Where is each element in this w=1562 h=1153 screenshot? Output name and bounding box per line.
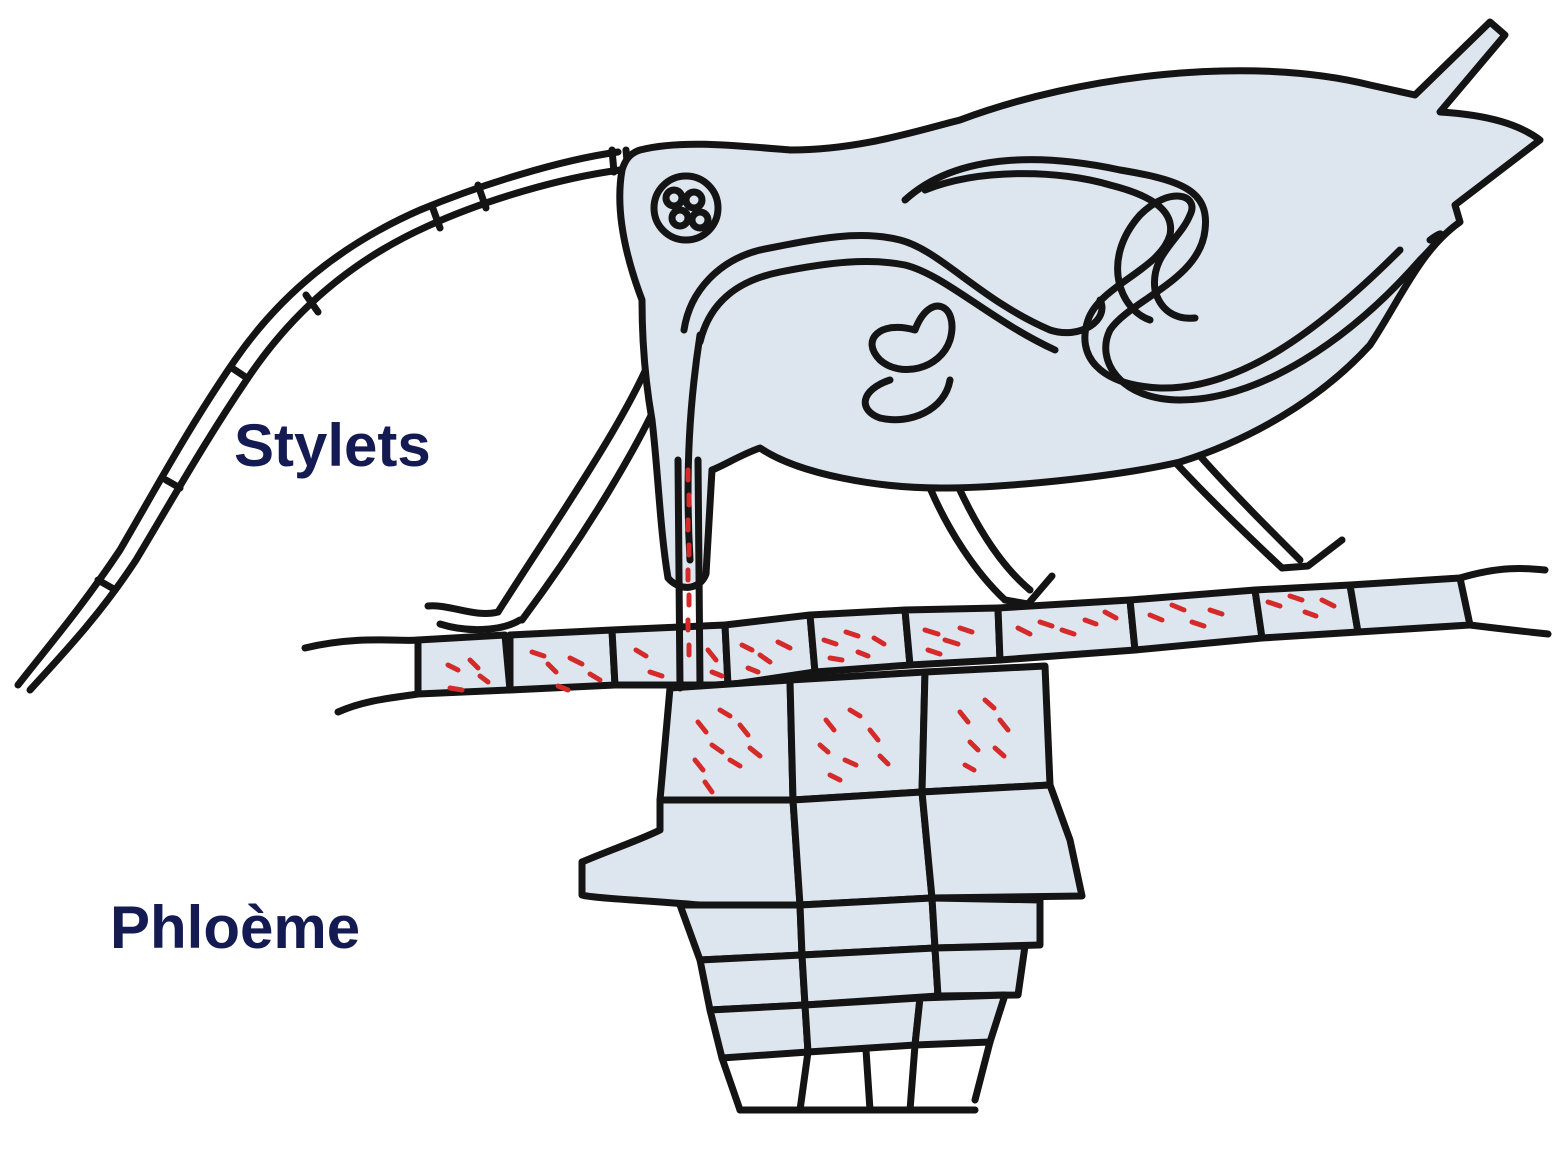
phloem-tissue	[582, 666, 1082, 1110]
label-phloem: Phloème	[110, 898, 360, 958]
label-stylets: Stylets	[234, 416, 431, 476]
aphid-body	[620, 22, 1540, 587]
